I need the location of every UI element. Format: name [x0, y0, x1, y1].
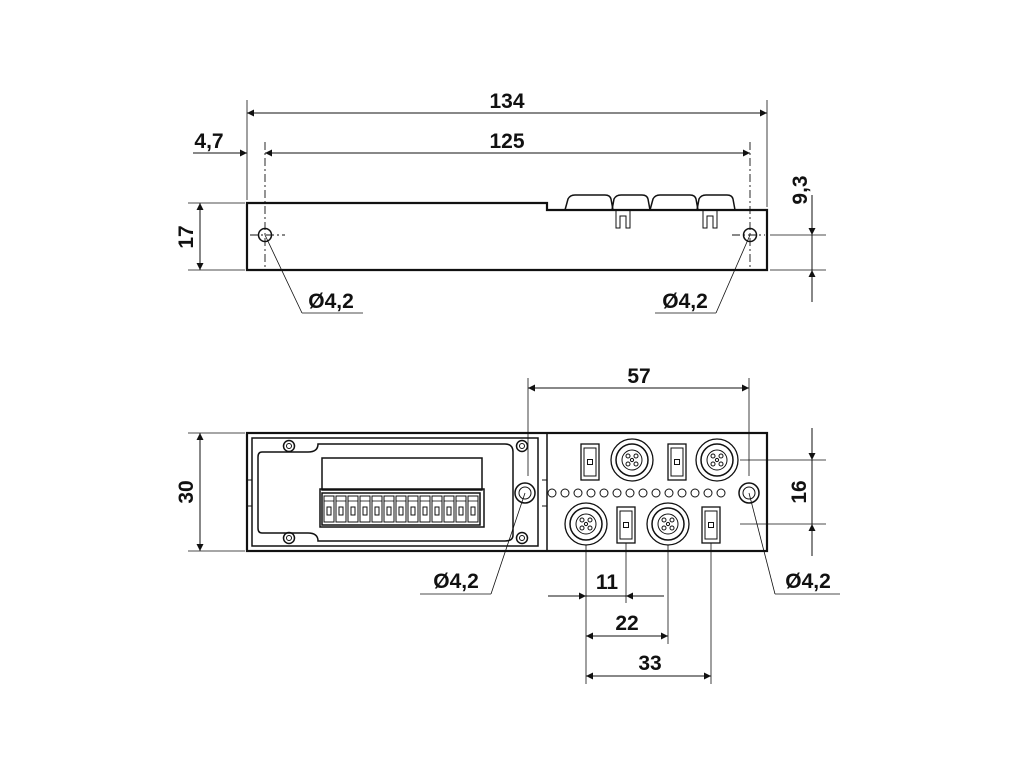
terminal-pin: [371, 495, 383, 523]
terminal-pin: [323, 495, 335, 523]
terminal-pin: [431, 495, 443, 523]
dim-side-height: 17: [175, 225, 198, 248]
screw-icon: [515, 531, 529, 545]
latch-icon: [580, 443, 600, 481]
terminal-pin: [419, 495, 431, 523]
label-hole-dia-top-left: Ø4,2: [433, 570, 479, 593]
display-window: [321, 457, 483, 491]
dim-width: 30: [175, 480, 198, 503]
label-hole-dia-side-right: Ø4,2: [662, 290, 708, 313]
led-dot: [586, 488, 596, 498]
screw-icon: [515, 439, 529, 453]
terminal-pin: [443, 495, 455, 523]
terminal-pin: [407, 495, 419, 523]
m12-connector-icon: [646, 502, 690, 546]
side-dimensions: 134 125 4,7 17 9,3 Ø4,2 Ø4,2: [175, 90, 826, 314]
terminal-pin: [383, 495, 395, 523]
terminal-pin: [467, 495, 479, 523]
screw-icon: [282, 531, 296, 545]
led-dot: [625, 488, 635, 498]
dim-overall-length: 134: [489, 90, 524, 113]
m12-connector-icon: [564, 502, 608, 546]
dim-connector-row-spacing: 16: [788, 480, 811, 503]
dim-hole-spacing: 125: [489, 130, 524, 153]
terminal-pin: [395, 495, 407, 523]
terminal-pin: [335, 495, 347, 523]
label-hole-dia-top-right: Ø4,2: [785, 570, 831, 593]
led-dot: [612, 488, 622, 498]
led-dot: [638, 488, 648, 498]
terminal-pin: [347, 495, 359, 523]
latch-icon: [616, 506, 636, 544]
led-dot: [677, 488, 687, 498]
terminal-block: [321, 492, 481, 526]
top-hole-right: [738, 482, 760, 504]
dim-pitch-single: 22: [615, 612, 638, 635]
side-view: [245, 194, 769, 272]
terminal-pin: [359, 495, 371, 523]
latch-icon: [701, 506, 721, 544]
led-dot: [560, 488, 570, 498]
dim-pitch-half: 11: [596, 571, 619, 594]
led-dot: [599, 488, 609, 498]
screw-icon: [282, 439, 296, 453]
led-dot: [664, 488, 674, 498]
m12-connector-icon: [610, 438, 654, 482]
led-dot: [703, 488, 713, 498]
led-dot: [573, 488, 583, 498]
latch-icon: [667, 443, 687, 481]
led-dot: [690, 488, 700, 498]
top-body-outline: [245, 431, 769, 553]
dim-pitch-triple: 33: [638, 652, 661, 675]
top-view: [245, 431, 769, 553]
terminal-pin: [455, 495, 467, 523]
top-dimensions: 57 30 16 11 22 33 Ø4,2 Ø: [175, 365, 840, 684]
dim-connector-span: 57: [627, 365, 650, 388]
dim-hole-height: 9,3: [789, 175, 812, 204]
m12-connector-icon: [695, 438, 739, 482]
led-dot: [547, 488, 557, 498]
led-dot: [716, 488, 726, 498]
dim-hole-edge-offset: 4,7: [194, 130, 223, 153]
led-dot: [651, 488, 661, 498]
label-hole-dia-side-left: Ø4,2: [308, 290, 354, 313]
top-hole-left: [514, 482, 536, 504]
